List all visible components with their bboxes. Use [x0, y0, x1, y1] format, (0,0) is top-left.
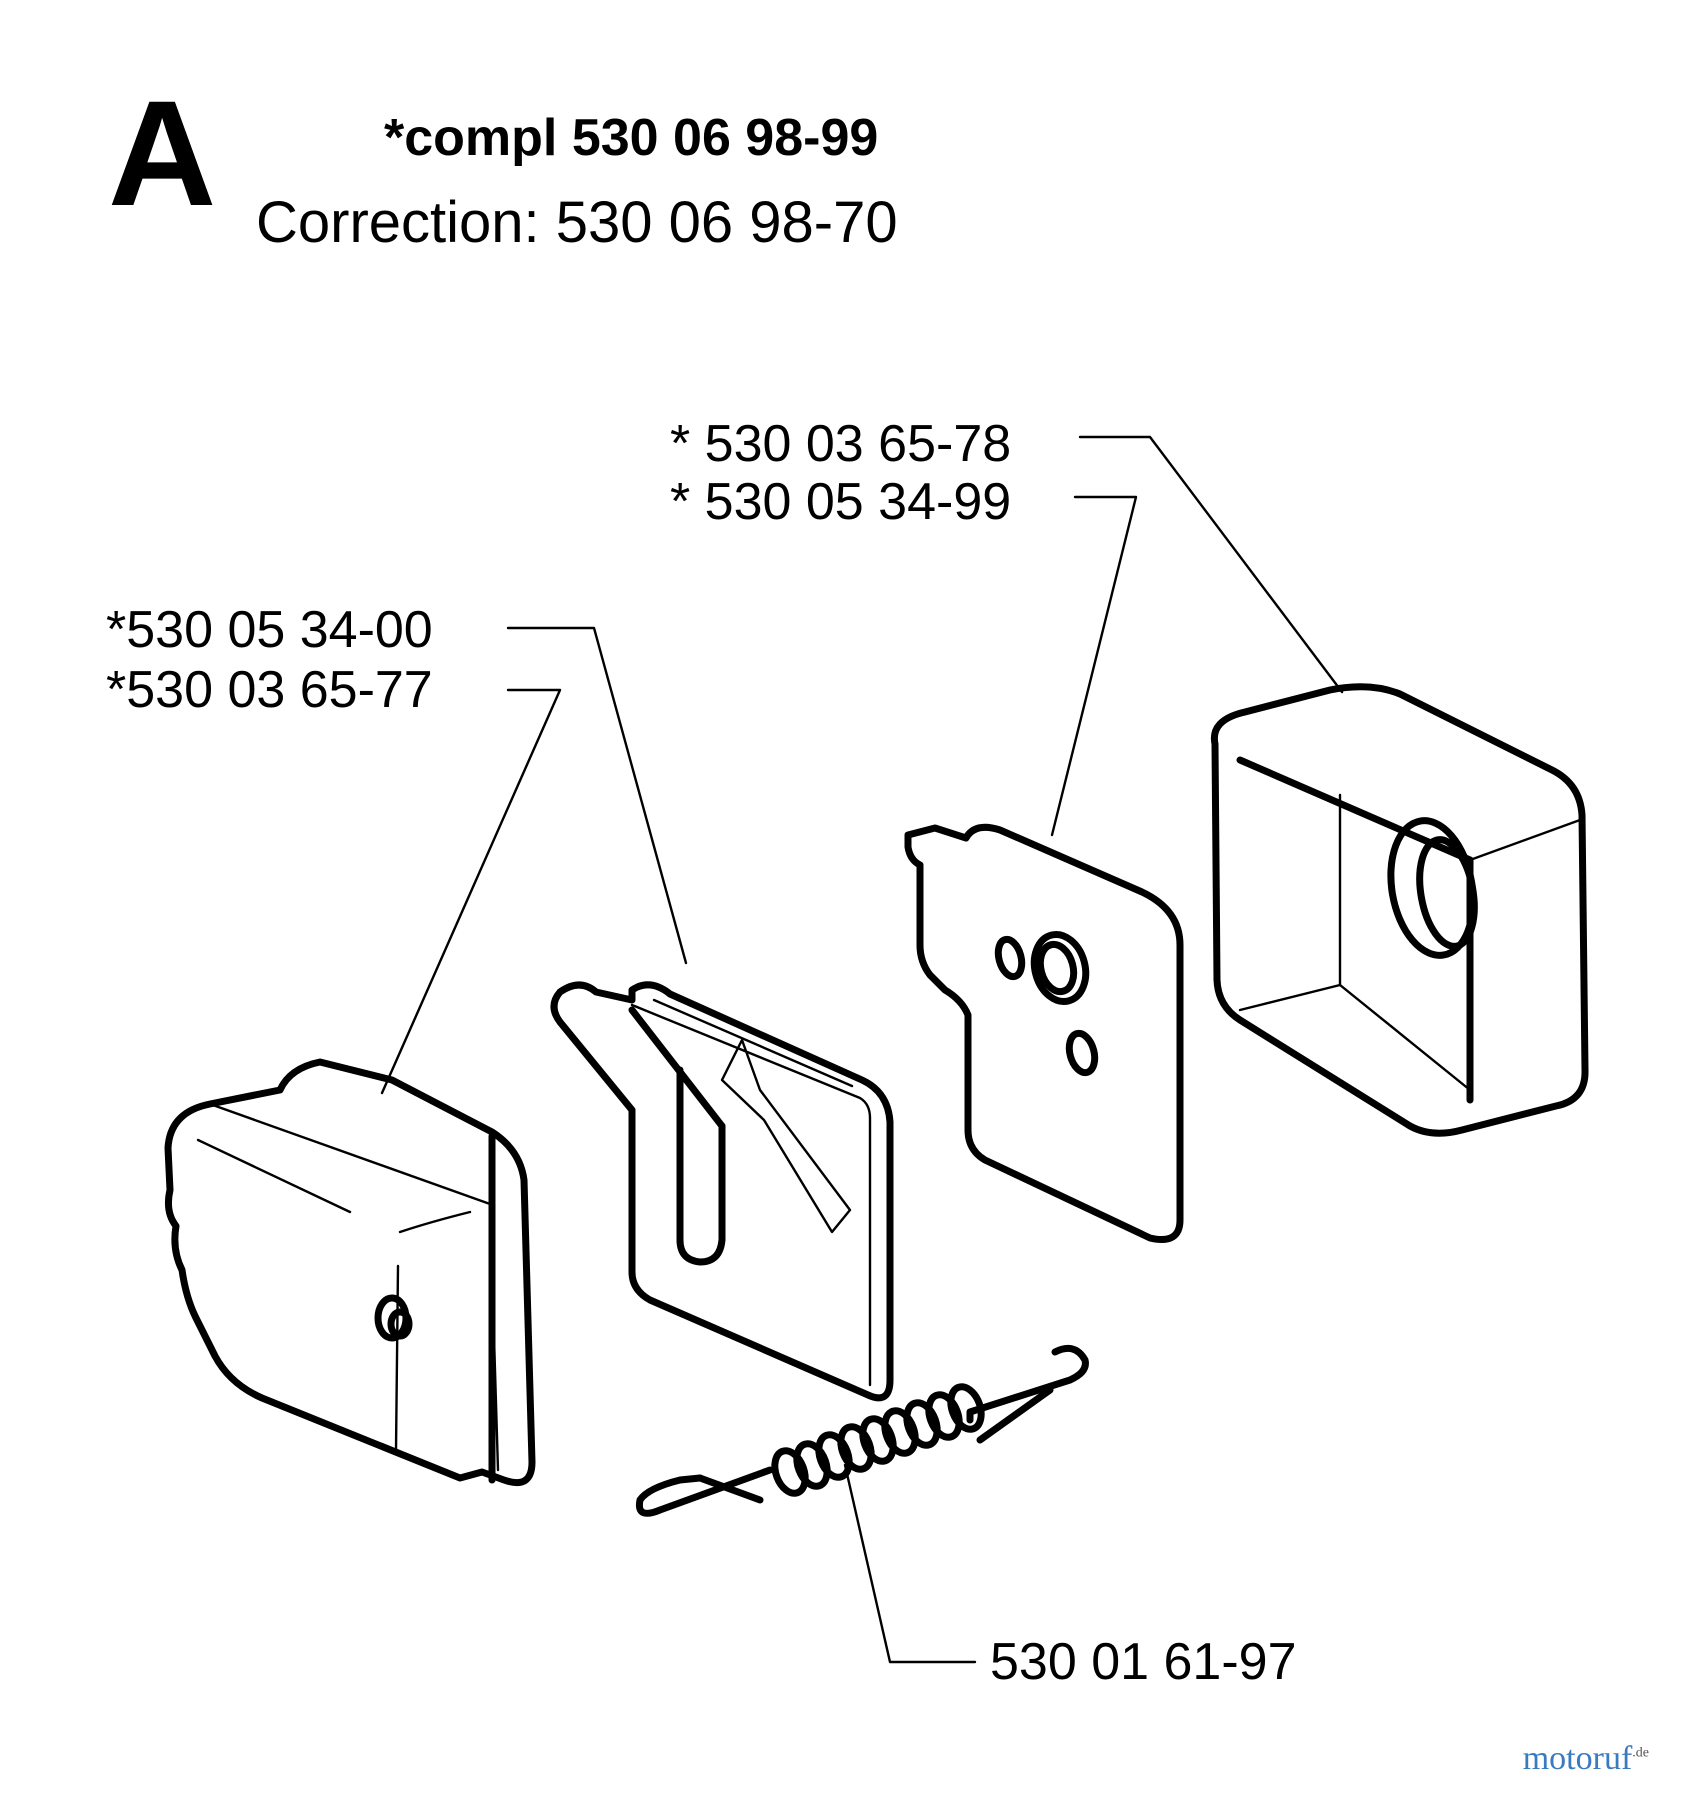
leader-line-filter-2 — [380, 688, 562, 1095]
part-label-filter-1[interactable]: *530 05 34-00 — [106, 601, 433, 659]
leader-line-cover-2 — [1050, 495, 1138, 837]
kit-part-number: *compl 530 06 98-99 — [384, 109, 879, 167]
spring — [635, 1344, 1089, 1517]
leader-line-filter-1 — [506, 626, 688, 965]
part-label-spring[interactable]: 530 01 61-97 — [990, 1633, 1297, 1691]
air-filter-cover — [1210, 683, 1589, 1137]
section-letter: A — [108, 69, 217, 237]
part-label-cover-1[interactable]: * 530 03 65-78 — [670, 415, 1012, 473]
leader-line-spring — [843, 1463, 977, 1664]
gasket — [904, 823, 1184, 1243]
leader-lines — [380, 435, 1344, 1664]
part-label-filter-2[interactable]: *530 03 65-77 — [106, 661, 433, 719]
correction-note: Correction: 530 06 98-70 — [256, 190, 898, 255]
leader-line-cover-1 — [1078, 435, 1344, 694]
watermark-logo: motoruf.de — [1522, 1740, 1649, 1777]
filter-element — [550, 981, 894, 1402]
filter-cap — [164, 1058, 536, 1487]
part-label-cover-2[interactable]: * 530 05 34-99 — [670, 473, 1012, 531]
